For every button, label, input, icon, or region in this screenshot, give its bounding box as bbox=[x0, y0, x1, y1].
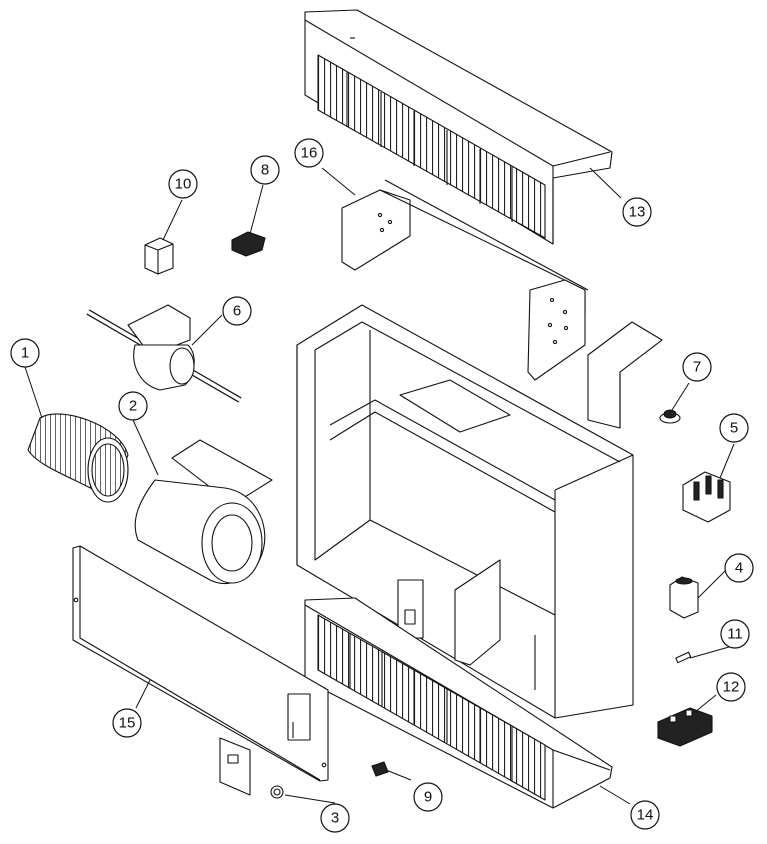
callout-label: 11 bbox=[727, 626, 743, 643]
fuse bbox=[675, 651, 692, 664]
callout-10: 10 bbox=[168, 169, 198, 199]
callout-label: 3 bbox=[331, 810, 339, 827]
angle-bracket bbox=[587, 321, 663, 429]
callout-label: 7 bbox=[693, 359, 701, 376]
callout-label: 10 bbox=[175, 176, 192, 193]
knob bbox=[270, 785, 284, 799]
top-grille-panel bbox=[304, 9, 613, 245]
relay-box bbox=[669, 576, 699, 619]
callout-5: 5 bbox=[719, 413, 749, 443]
callout-label: 12 bbox=[723, 679, 740, 696]
callout-label: 4 bbox=[735, 560, 743, 577]
contactor bbox=[682, 471, 731, 523]
transformer bbox=[144, 237, 174, 275]
leader-lines bbox=[24, 167, 735, 805]
callout-8: 8 bbox=[250, 155, 280, 185]
thermostat-disc bbox=[659, 409, 681, 424]
callout-2: 2 bbox=[118, 391, 148, 421]
callout-label: 2 bbox=[129, 398, 137, 415]
cover-plate bbox=[219, 737, 251, 796]
callout-label: 9 bbox=[424, 789, 432, 806]
callout-13: 13 bbox=[622, 197, 652, 227]
callout-15: 15 bbox=[112, 708, 142, 738]
callout-6: 6 bbox=[222, 296, 252, 326]
bottom-grille-panel bbox=[304, 597, 613, 809]
callout-1: 1 bbox=[10, 338, 40, 368]
callout-label: 8 bbox=[261, 162, 269, 179]
callout-7: 7 bbox=[682, 352, 712, 382]
callout-label: 6 bbox=[233, 303, 241, 320]
callout-label: 16 bbox=[301, 145, 318, 162]
relay bbox=[231, 231, 266, 257]
callout-14: 14 bbox=[630, 800, 660, 830]
callout-12: 12 bbox=[716, 672, 746, 702]
rocker-switch bbox=[371, 761, 389, 777]
callout-label: 14 bbox=[637, 807, 654, 824]
terminal-block bbox=[657, 707, 713, 747]
callout-11: 11 bbox=[720, 619, 750, 649]
callout-4: 4 bbox=[724, 553, 754, 583]
callout-label: 1 bbox=[21, 345, 29, 362]
blower-motor bbox=[86, 304, 242, 403]
callout-9: 9 bbox=[413, 782, 443, 812]
callout-label: 15 bbox=[119, 715, 136, 732]
callout-label: 13 bbox=[629, 204, 646, 221]
front-panel bbox=[72, 545, 329, 782]
callout-3: 3 bbox=[320, 803, 350, 833]
control-bracket bbox=[341, 179, 589, 381]
blower-housing bbox=[134, 439, 273, 585]
callout-label: 5 bbox=[730, 420, 738, 437]
blower-wheel bbox=[27, 413, 129, 503]
callout-16: 16 bbox=[294, 138, 324, 168]
